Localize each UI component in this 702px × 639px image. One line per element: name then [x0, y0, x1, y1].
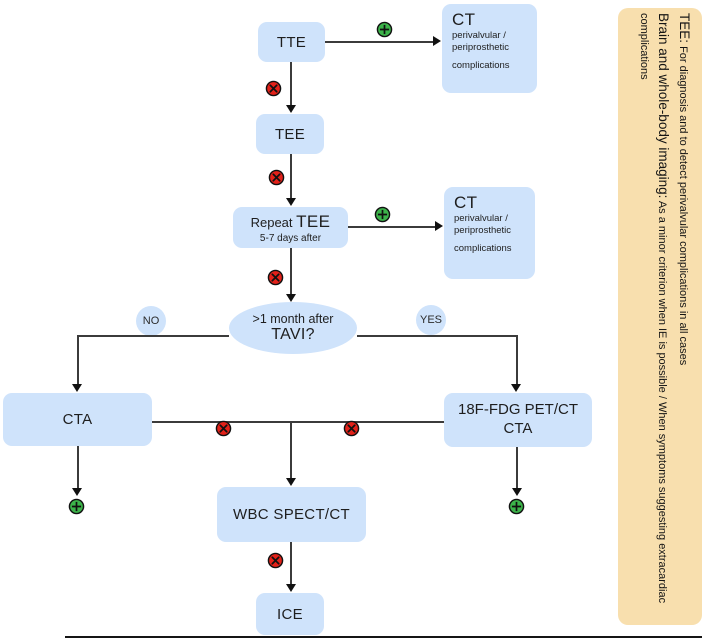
bottom-edge-line — [65, 636, 702, 638]
sidebar-tee-term: TEE: — [677, 13, 692, 44]
connector-no-vertical — [77, 335, 79, 387]
connector-tee-repeat — [290, 154, 292, 201]
repeat-tee-sublabel: 5-7 days after — [259, 232, 322, 244]
connector-yes-vertical — [516, 335, 518, 387]
ct-desc-line2: periprosthetic — [452, 42, 510, 54]
node-ct-complications-mid: CT perivalvular / periprosthetic complic… — [444, 187, 535, 279]
connector-repeat-ct — [348, 226, 438, 228]
arrowhead-down-icon — [511, 384, 521, 392]
arrowhead-down-icon — [286, 584, 296, 592]
sidebar-tee-definition: For diagnosis and to detect perivalvular… — [677, 46, 689, 366]
connector-wbc-ice — [290, 542, 292, 586]
plus-circle-icon — [374, 206, 391, 223]
arrowhead-down-icon — [72, 488, 82, 496]
ct-title: CT — [454, 193, 478, 212]
sidebar-brain-term: Brain and whole-body imaging: — [656, 13, 672, 199]
connector-cta-positive — [77, 446, 79, 489]
x-circle-icon — [215, 420, 232, 437]
branch-yes-badge: YES — [416, 305, 446, 335]
arrowhead-down-icon — [286, 198, 296, 206]
arrowhead-down-icon — [286, 105, 296, 113]
ct-desc-line2: periprosthetic — [454, 225, 512, 237]
x-circle-icon — [343, 420, 360, 437]
node-ice: ICE — [256, 593, 324, 635]
node-cta-label: CTA — [62, 411, 93, 428]
node-ct-complications-top: CT perivalvular / periprosthetic complic… — [442, 4, 537, 93]
node-tee: TEE — [256, 114, 324, 154]
ct-desc-line3: complications — [454, 242, 512, 254]
ct-desc-line1: perivalvular / — [454, 213, 508, 224]
connector-repeat-decision — [290, 248, 292, 296]
arrowhead-right-icon — [433, 36, 441, 46]
arrowhead-down-icon — [512, 488, 522, 496]
decision-line1: >1 month after — [252, 312, 334, 326]
node-wbc-spect-ct: WBC SPECT/CT — [217, 487, 366, 542]
decision-month-after-tavi: >1 month after TAVI? — [229, 302, 357, 354]
x-circle-icon — [268, 169, 285, 186]
node-pet-ct-cta: 18F-FDG PET/CT CTA — [444, 393, 592, 447]
node-wbc-label: WBC SPECT/CT — [233, 506, 350, 523]
ct-desc-line1: perivalvular / — [452, 30, 506, 41]
connector-tte-ct — [325, 41, 436, 43]
plus-circle-icon — [376, 21, 393, 38]
sidebar-note-text: TEE: For diagnosis and to detect perival… — [635, 13, 694, 613]
pet-ct-line1: 18F-FDG PET/CT — [457, 401, 578, 419]
decision-line2: TAVI? — [271, 326, 315, 343]
ct-title: CT — [452, 10, 476, 29]
node-tte-label: TTE — [276, 33, 307, 51]
node-tee-label: TEE — [274, 125, 306, 143]
arrowhead-down-icon — [286, 478, 296, 486]
branch-no-badge: NO — [136, 306, 166, 336]
x-circle-icon — [265, 80, 282, 97]
arrowhead-down-icon — [72, 384, 82, 392]
repeat-tee-label: Repeat TEE — [250, 211, 331, 231]
sidebar-note-panel — [618, 8, 702, 625]
connector-tte-tee — [290, 62, 292, 107]
arrowhead-down-icon — [286, 294, 296, 302]
plus-circle-icon — [68, 498, 85, 515]
connector-mid-wbc — [290, 422, 292, 480]
connector-pet-positive — [516, 447, 518, 489]
connector-yes-horizontal — [357, 335, 517, 337]
x-circle-icon — [267, 552, 284, 569]
node-tte: TTE — [258, 22, 325, 62]
node-ice-label: ICE — [277, 605, 303, 623]
arrowhead-right-icon — [435, 221, 443, 231]
node-repeat-tee: Repeat TEE 5-7 days after — [233, 207, 348, 248]
x-circle-icon — [267, 269, 284, 286]
plus-circle-icon — [508, 498, 525, 515]
connector-no-horizontal — [77, 335, 229, 337]
ct-desc-line3: complications — [452, 59, 510, 71]
pet-ct-line2: CTA — [503, 420, 533, 437]
connector-cta-pet — [152, 421, 444, 423]
node-cta: CTA — [3, 393, 152, 446]
